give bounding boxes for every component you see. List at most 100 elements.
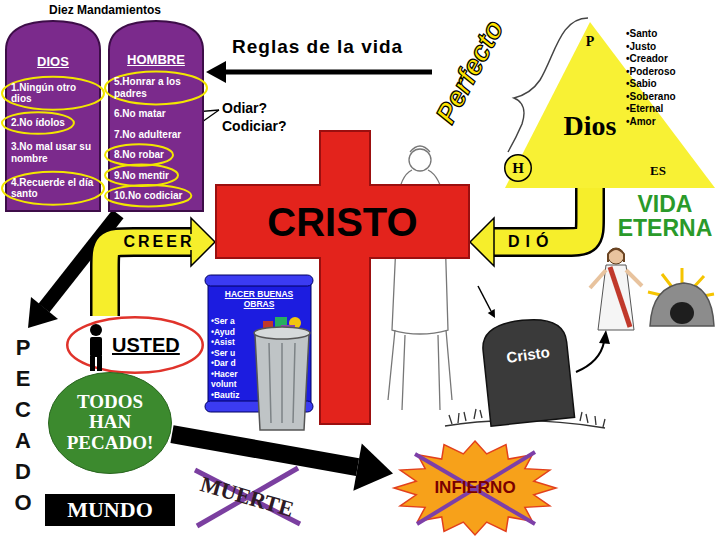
attribute-item: •Soberano — [626, 91, 676, 102]
trash-can-body — [255, 335, 309, 430]
attribute-item: •Santo — [626, 28, 657, 39]
arrow-head — [353, 443, 393, 490]
edge-label: DIÓ — [506, 234, 556, 250]
cave-opening — [670, 302, 694, 324]
ellipse-shape — [67, 317, 203, 373]
sketch-hair — [410, 146, 430, 152]
attribute-item: •Sabio — [626, 78, 657, 89]
sin-circle: TODOS HAN PECADO! — [48, 372, 172, 474]
connector-path — [105, 242, 191, 316]
rules-arrow-head — [206, 61, 226, 83]
resurrection-arrow-head — [599, 330, 610, 344]
attribute-item: •Eternal — [626, 103, 663, 114]
corner-circle: H — [504, 154, 532, 182]
good-works-scroll: HACER BUENAS OBRAS•Ser a•Ayud•Asist•Ser … — [205, 275, 313, 412]
commandment-tablet: HOMBRE 5.Honrar a los padres 6.No matar 7.N… — [108, 20, 204, 212]
tablet-shape — [6, 21, 100, 211]
tablet-heading: DIOS — [11, 54, 95, 69]
box-shape — [45, 494, 175, 526]
sketch-head — [409, 149, 431, 171]
good-work-item: •Hacer volunt — [211, 369, 249, 390]
commandment-item: 9.No mentir — [114, 170, 169, 182]
highlight-ellipse — [105, 71, 207, 104]
commandment-item: 1.Ningún otro dios — [11, 82, 95, 105]
jesus-hair — [608, 249, 624, 262]
good-work-item: •Bautiz — [211, 390, 249, 401]
eternal-life-label: VIDA ETERNA — [612, 192, 718, 240]
good-work-item: •Ser u — [211, 348, 249, 359]
person-head — [90, 324, 102, 336]
highlight-ellipse — [2, 172, 104, 205]
burial-arrow-head — [488, 309, 495, 318]
jesus-sash — [610, 267, 630, 327]
jesus-head — [608, 248, 624, 264]
commandment-item: 8.No robar — [114, 149, 164, 161]
question-label: Odiar? Codiciar? — [222, 100, 304, 135]
god-triangle: PDiosES — [505, 22, 715, 188]
node-outline — [505, 22, 715, 188]
good-work-item: •Dar d — [211, 358, 249, 369]
vertical-word: PECADO — [12, 332, 34, 518]
highlight-ellipse — [105, 185, 191, 207]
world-label: MUNDO — [45, 497, 175, 523]
cross-out-line — [197, 468, 298, 526]
trash-can-lid — [254, 327, 310, 339]
highlight-ellipse — [2, 77, 104, 110]
hell-label: INFIERNO — [413, 478, 537, 498]
person-body — [90, 337, 102, 357]
good-work-item: •Ayud — [211, 327, 249, 338]
burial-arrow — [478, 286, 495, 318]
attribute-item: •Creador — [626, 53, 668, 64]
death-cross-out — [195, 468, 300, 526]
commandment-item: 4.Recuerde el día santo — [11, 177, 95, 200]
connector-outline — [105, 242, 191, 316]
rules-arrow — [206, 61, 432, 83]
highlight-ellipse — [105, 165, 178, 187]
person-leg — [97, 356, 102, 371]
person-leg — [90, 356, 95, 371]
person-ellipse: USTED — [66, 316, 204, 374]
commandment-item: 7.No adulterar — [114, 129, 181, 141]
ellipse-shape — [49, 373, 172, 474]
sketch-folds — [388, 330, 452, 410]
highlight-ellipse — [105, 144, 173, 166]
tombstone-shape — [480, 316, 574, 426]
good-work-item: •Asist — [211, 337, 249, 348]
tablet-shape — [109, 21, 203, 211]
crossed-word: MUERTE — [197, 471, 296, 522]
scroll-heading: HACER BUENAS OBRAS — [211, 289, 307, 309]
commandment-item: 3.No mal usar su nombre — [11, 141, 95, 164]
tablet-heading: HOMBRE — [114, 52, 198, 67]
attribute-item: •Justo — [626, 41, 656, 52]
cave-rock — [650, 283, 714, 326]
diagram-heading: Diez Mandamientos — [20, 3, 190, 17]
risen-jesus — [590, 248, 642, 330]
person-label: USTED — [112, 334, 196, 357]
attribute-item: •Amor — [626, 116, 656, 127]
highlight-ellipse — [2, 112, 74, 134]
sin-arrow-head — [28, 297, 58, 328]
commandment-item: 5.Honrar a los padres — [114, 76, 198, 99]
resurrection-arrow — [576, 330, 610, 372]
arrow-connector — [470, 188, 590, 266]
attribute-item: •Poderoso — [626, 66, 676, 77]
corner-letter: H — [504, 160, 532, 177]
god-name: Dios — [540, 110, 640, 142]
commandment-tablet: DIOS 1.Ningún otro dios 2.No ídolos 3.No ma… — [5, 20, 101, 212]
burial-arrow-shaft — [478, 286, 491, 311]
perfect-label: Perfecto — [430, 15, 511, 129]
jesus-arms — [590, 270, 642, 288]
commandment-item: 6.No matar — [114, 108, 166, 120]
arrow-head — [470, 218, 494, 266]
arrow-caption: Reglas de la vida — [232, 36, 432, 58]
trash-can-ribs — [269, 343, 295, 423]
rules-arrow-shaft — [224, 70, 432, 75]
corner-letter: ES — [641, 163, 675, 179]
commandment-item: 2.No ídolos — [11, 117, 65, 129]
burst-shape — [394, 441, 556, 535]
resurrection-arrow-shaft — [576, 342, 604, 372]
connector-path — [172, 434, 358, 467]
person-figure — [90, 324, 102, 371]
commandment-item: 10.No codiciar — [114, 190, 182, 202]
